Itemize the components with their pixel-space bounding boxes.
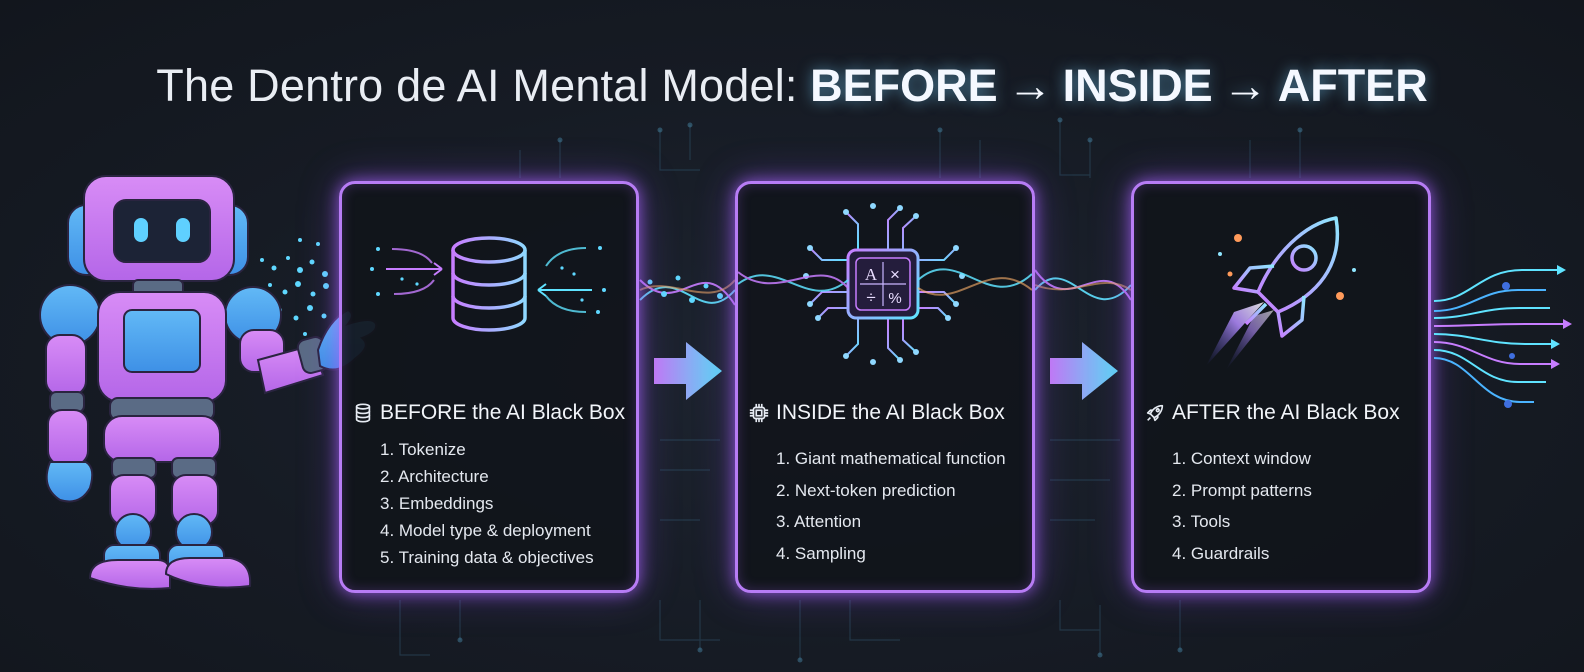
list-item: 2. Next-token prediction	[776, 480, 956, 500]
output-arrows-illustration	[1433, 265, 1572, 408]
flow-arrow-icon	[654, 342, 722, 400]
title-prefix: The Dentro de AI Mental Model:	[156, 60, 798, 111]
list-item: 1. Giant mathematical function	[776, 449, 1006, 468]
panel-after-title: AFTER the AI Black Box	[1172, 401, 1400, 424]
list-item: 1. Context window	[1172, 449, 1311, 468]
list-item: 5. Training data & objectives	[380, 548, 594, 567]
panel-before-list: 1. Tokenize 2. Architecture 3. Embedding…	[380, 436, 594, 571]
database-illustration	[370, 236, 606, 332]
title-step-before: BEFORE	[810, 60, 998, 111]
robot-mascot-illustration	[39, 175, 378, 590]
panel-inside-heading: INSIDE the AI Black Box	[748, 398, 1005, 428]
list-item: 3. Embeddings	[380, 494, 494, 513]
panel-inside: A × ÷ % INSIDE the AI Black Box 1. Giant…	[735, 181, 1035, 593]
list-item: 4. Model type & deployment	[380, 521, 591, 540]
title-arrow-1: →	[1007, 60, 1053, 111]
list-item: 1. Tokenize	[380, 440, 466, 459]
title-step-after: AFTER	[1277, 60, 1428, 111]
flow-arrow-icon	[1050, 342, 1118, 400]
list-item: 2. Prompt patterns	[1172, 480, 1312, 500]
chip-symbol: %	[888, 290, 901, 307]
panel-inside-title: INSIDE the AI Black Box	[776, 401, 1005, 424]
chip-illustration: A × ÷ %	[738, 203, 1032, 365]
chip-symbol: ÷	[866, 288, 875, 307]
list-item: 3. Attention	[776, 512, 862, 531]
chip-icon	[748, 402, 770, 424]
panel-inside-list: 1. Giant mathematical function 2. Next-t…	[776, 443, 1006, 569]
title-step-inside: INSIDE	[1062, 60, 1213, 111]
list-item: 4. Guardrails	[1172, 543, 1270, 563]
rocket-illustration	[1206, 216, 1356, 370]
panel-after-heading: AFTER the AI Black Box	[1144, 398, 1400, 428]
panel-before-heading: BEFORE the AI Black Box	[352, 398, 625, 428]
list-item: 4. Sampling	[776, 543, 866, 563]
list-item: 3. Tools	[1172, 512, 1231, 531]
panel-after: AFTER the AI Black Box 1. Context window…	[1131, 181, 1431, 593]
list-item: 2. Architecture	[380, 467, 489, 486]
title-arrow-2: →	[1222, 60, 1268, 111]
panel-after-list: 1. Context window 2. Prompt patterns 3. …	[1172, 443, 1312, 569]
panel-before-title: BEFORE the AI Black Box	[380, 401, 626, 424]
chip-symbol: ×	[890, 265, 900, 284]
chip-symbol: A	[865, 265, 878, 284]
page-title: The Dentro de AI Mental Model: BEFORE→IN…	[0, 58, 1584, 114]
panel-before: BEFORE the AI Black Box 1. Tokenize 2. A…	[339, 181, 639, 593]
rocket-icon	[1144, 402, 1166, 424]
database-icon	[352, 402, 374, 424]
